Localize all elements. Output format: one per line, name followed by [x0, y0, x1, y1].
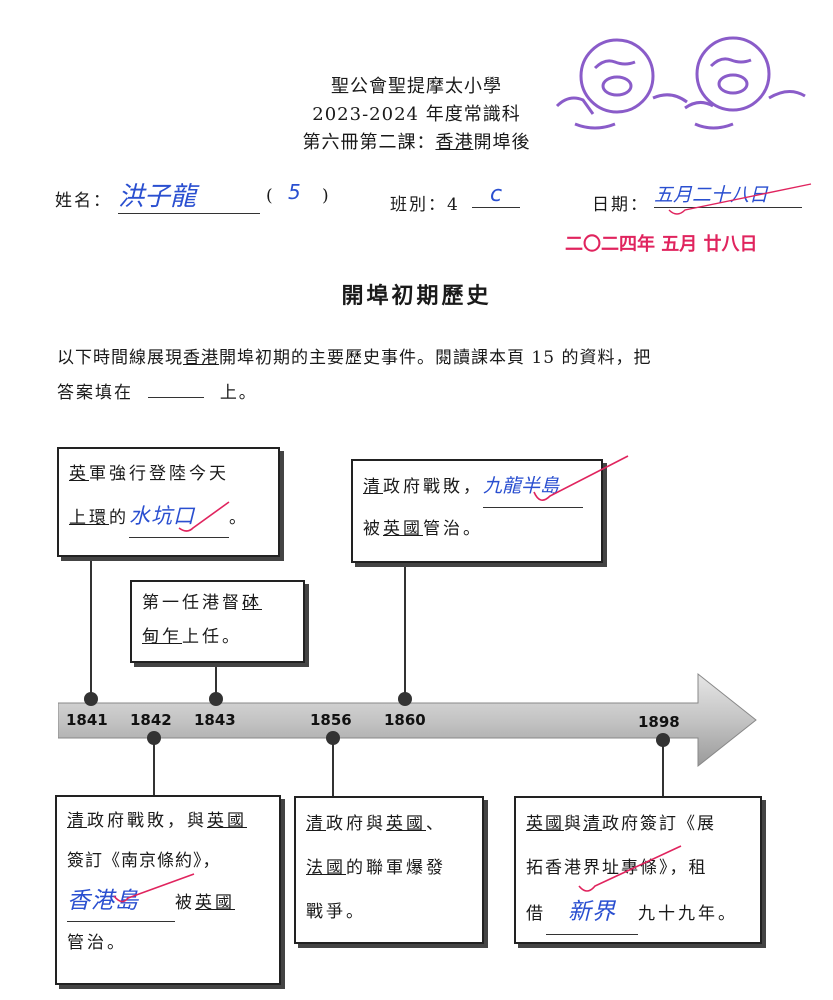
answer-1898[interactable]: 新界	[546, 890, 638, 935]
year-1841: 1841	[66, 711, 108, 729]
marker-1841	[84, 692, 98, 706]
teacher-stamp-icon	[555, 36, 806, 130]
event-box-1842: 清政府戰敗，與英國 簽訂《南京條約》， 香港島被英國 管治。	[55, 795, 281, 985]
event-box-1841: 英軍強行登陸今天 上環的水坑口。	[57, 447, 280, 557]
marker-1842	[147, 731, 161, 745]
academic-year: 2023-2024 年度常識科	[312, 104, 521, 125]
marker-1860	[398, 692, 412, 706]
date-label: 日期：	[592, 195, 649, 215]
red-tick-icon	[113, 873, 195, 903]
answer-1860[interactable]: 九龍半島	[483, 465, 583, 508]
instruction-line-1: 以下時間線展現香港開埠初期的主要歷史事件。閱讀課本頁 15 的資料，把	[57, 348, 652, 368]
answer-1841[interactable]: 水坑口	[129, 495, 229, 538]
marker-1843	[209, 692, 223, 706]
teacher-date-note: 二〇二四年 五月 廿八日	[565, 234, 758, 255]
connector-1841	[90, 556, 92, 698]
class-number-field[interactable]: 5	[288, 180, 301, 204]
red-tick-icon	[668, 183, 812, 215]
number-close: )	[322, 186, 331, 206]
timeline-arrow	[58, 672, 757, 768]
year-1843: 1843	[194, 711, 236, 729]
number-open: (	[266, 186, 275, 206]
connector-1842	[153, 738, 155, 796]
event-box-1860: 清政府戰敗，九龍半島 被英國管治。	[351, 459, 603, 563]
name-label: 姓名：	[55, 191, 112, 211]
red-tick-icon	[578, 845, 682, 892]
marker-1856	[326, 731, 340, 745]
school-name: 聖公會聖提摩太小學	[331, 76, 502, 97]
lesson-title: 第六冊第二課：香港開埠後	[302, 132, 531, 153]
marker-1898	[656, 733, 670, 747]
connector-1898	[662, 738, 664, 796]
connector-1860	[404, 562, 406, 698]
name-field[interactable]: 洪子龍	[118, 176, 260, 214]
event-box-1898: 英國與清政府簽訂《展 拓香港界址專條》，租 借新界九十九年。	[514, 796, 762, 944]
class-field[interactable]: c	[472, 182, 520, 208]
event-box-1843: 第一任港督砵 甸乍上任。	[130, 580, 305, 663]
event-box-1856: 清政府與英國、 法國的聯軍爆發 戰爭。	[294, 796, 484, 944]
class-label: 班別：4	[390, 195, 460, 215]
page-title: 開埠初期歷史	[341, 283, 492, 309]
year-1860: 1860	[384, 711, 426, 729]
year-1898: 1898	[638, 713, 680, 731]
date-field[interactable]: 五月二十八日	[654, 180, 802, 208]
connector-1856	[332, 738, 334, 796]
year-1842: 1842	[130, 711, 172, 729]
instruction-line-2: 答案填在 上。	[57, 383, 258, 403]
year-1856: 1856	[310, 711, 352, 729]
connector-1843	[215, 662, 217, 698]
red-tick-icon	[178, 501, 230, 532]
red-tick-icon	[533, 455, 629, 501]
